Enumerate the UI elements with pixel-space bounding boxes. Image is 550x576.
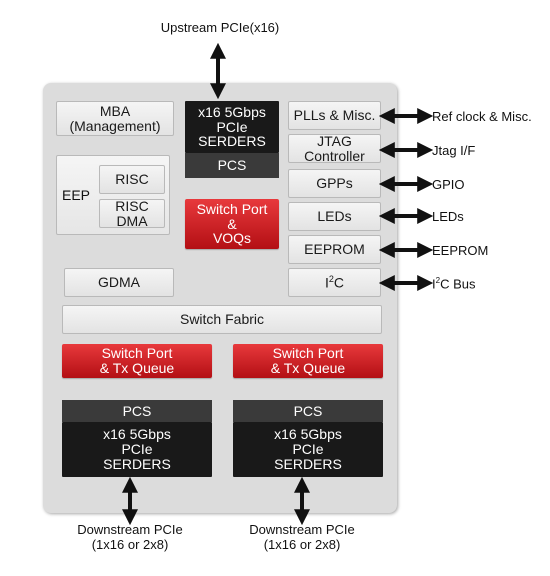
switch-port-voqs-block: Switch Port & VOQs	[185, 199, 279, 249]
switch-port-tx-right-line1: Switch Port	[272, 345, 344, 362]
switch-port-voqs-line3: VOQs	[212, 230, 252, 247]
serdes-right-block: x16 5Gbps PCIe SERDERS	[233, 422, 383, 477]
eeprom-label: EEPROM	[304, 241, 365, 258]
plls-misc-block: PLLs & Misc.	[288, 101, 381, 130]
switch-port-tx-left-line1: Switch Port	[101, 345, 173, 362]
jtag-if-label: Jtag I/F	[432, 143, 476, 158]
pcs-right-label: PCS	[293, 402, 323, 419]
pcs-left-label: PCS	[122, 402, 152, 419]
downstream-right-label: Downstream PCIe (1x16 or 2x8)	[242, 522, 362, 553]
upstream-serdes-block: x16 5Gbps PCIe SERDERS	[185, 101, 279, 153]
downstream-right-line1: Downstream PCIe	[249, 522, 355, 537]
serdes-right-line2: PCIe	[292, 441, 324, 458]
mba-management-block: MBA (Management)	[56, 101, 174, 136]
serdes-left-line1: x16 5Gbps	[103, 426, 171, 443]
gdma-block: GDMA	[64, 268, 174, 297]
leds-ext-label: LEDs	[432, 209, 464, 224]
eeprom-ext-label: EEPROM	[432, 243, 489, 258]
switch-port-voqs-line1: Switch Port	[196, 200, 268, 217]
mba-label: MBA	[99, 102, 131, 119]
downstream-left-label: Downstream PCIe (1x16 or 2x8)	[70, 522, 190, 553]
i2c-block: I2C	[288, 268, 381, 297]
jtag-label: JTAG	[317, 132, 352, 149]
switch-port-voqs-line2: &	[227, 215, 237, 232]
upstream-serdes-line3: SERDERS	[198, 133, 266, 150]
i2c-label: I2C	[324, 273, 345, 291]
gdma-label: GDMA	[98, 274, 140, 291]
switch-port-tx-left-block: Switch Port & Tx Queue	[62, 344, 212, 378]
eeprom-block: EEPROM	[288, 235, 381, 264]
serdes-right-line1: x16 5Gbps	[274, 426, 342, 443]
serdes-right-line3: SERDERS	[274, 455, 342, 472]
gpio-label: GPIO	[432, 177, 465, 192]
jtag-controller-label: Controller	[304, 147, 365, 164]
ref-clock-label: Ref clock & Misc.	[432, 109, 532, 124]
pcs-right-block: PCS	[233, 400, 383, 422]
plls-misc-label: PLLs & Misc.	[293, 107, 376, 124]
leds-label: LEDs	[317, 208, 352, 225]
switch-fabric-label: Switch Fabric	[179, 311, 265, 328]
downstream-right-line2: (1x16 or 2x8)	[263, 536, 341, 552]
eep-label: EEP	[62, 187, 91, 203]
downstream-left-line1: Downstream PCIe	[77, 522, 183, 537]
upstream-pcs-block: PCS	[185, 153, 279, 178]
upstream-serdes-line1: x16 5Gbps	[198, 103, 266, 120]
upstream-serdes-line2: PCIe	[216, 118, 248, 135]
switch-port-tx-right-block: Switch Port & Tx Queue	[233, 344, 383, 378]
mba-management-label: (Management)	[69, 117, 161, 134]
switch-port-tx-right-line2: & Tx Queue	[270, 360, 346, 376]
serdes-left-block: x16 5Gbps PCIe SERDERS	[62, 422, 212, 477]
serdes-left-line2: PCIe	[121, 441, 153, 458]
switch-fabric-block: Switch Fabric	[62, 305, 382, 334]
upstream-pcs-label: PCS	[217, 157, 247, 174]
serdes-left-line3: SERDERS	[103, 455, 171, 472]
risc-dma-block: RISC DMA	[99, 197, 165, 229]
i2c-bus-label: I2C Bus	[432, 276, 476, 292]
risc-label: RISC	[115, 171, 149, 188]
risc-block: RISC	[99, 165, 165, 194]
pcs-left-block: PCS	[62, 400, 212, 422]
gpps-label: GPPs	[316, 175, 353, 192]
jtag-controller-block: JTAG Controller	[288, 134, 381, 163]
gpps-block: GPPs	[288, 169, 381, 198]
switch-port-tx-left-line2: & Tx Queue	[99, 360, 175, 376]
risc-dma-label: RISC DMA	[115, 197, 149, 229]
upstream-pcie-label: Upstream PCIe(x16)	[160, 20, 280, 35]
downstream-left-line2: (1x16 or 2x8)	[91, 536, 169, 552]
